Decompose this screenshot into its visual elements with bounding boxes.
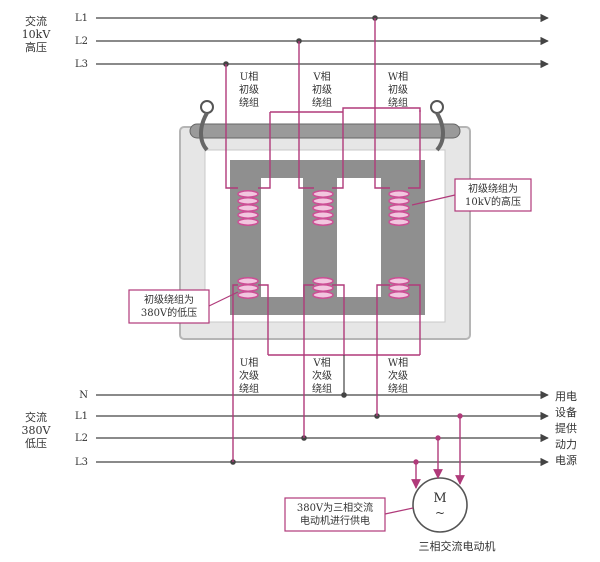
svg-text:L3: L3: [75, 457, 88, 468]
hook-left: [199, 111, 209, 152]
svg-text:电动机进行供电: 电动机进行供电: [300, 514, 370, 527]
svg-text:N: N: [79, 390, 88, 401]
svg-text:次级: 次级: [239, 369, 259, 382]
svg-text:V相: V相: [312, 70, 330, 83]
v-secondary-label: V相 次级 绕组: [312, 356, 332, 395]
svg-text:380V为三相交流: 380V为三相交流: [297, 501, 373, 514]
lv-supply-label: 交流 380V 低压: [22, 410, 52, 450]
svg-text:U相: U相: [240, 356, 258, 369]
secondary-callout-box: [128, 289, 210, 324]
secondary-callout-pointer: [208, 291, 239, 307]
svg-text:L2: L2: [75, 36, 88, 47]
primary-callout-box: [454, 178, 532, 212]
u-secondary-coil: [237, 277, 259, 299]
v-secondary-coil: [312, 277, 334, 299]
svg-text:用电: 用电: [555, 390, 577, 403]
svg-text:绕组: 绕组: [239, 96, 259, 109]
w-secondary-coil: [388, 277, 410, 299]
svg-text:L1: L1: [75, 13, 88, 24]
lv-phase-labels: N L1 L2 L3: [75, 390, 88, 468]
svg-text:10kV: 10kV: [22, 28, 52, 41]
w-secondary-label: W相 次级 绕组: [388, 356, 408, 395]
svg-text:提供: 提供: [555, 421, 577, 435]
motor-feeds: [411, 413, 465, 489]
svg-text:高压: 高压: [25, 40, 47, 54]
svg-text:交流: 交流: [25, 410, 47, 424]
svg-text:次级: 次级: [312, 369, 332, 382]
svg-text:380V: 380V: [22, 424, 52, 437]
load-note: 用电 设备 提供 动力 电源: [555, 390, 577, 467]
u-primary-coil: [237, 190, 259, 226]
transformer-core: [230, 160, 425, 315]
lv-bus: [96, 390, 549, 467]
motor-tilde: ~: [435, 506, 445, 520]
svg-text:V相: V相: [312, 356, 330, 369]
lifting-eye-right: [430, 100, 444, 114]
w-primary-coil: [388, 190, 410, 226]
svg-text:初级: 初级: [239, 83, 259, 96]
v-primary-coil: [312, 190, 334, 226]
svg-text:初级绕组为: 初级绕组为: [144, 293, 194, 306]
hv-bus: [96, 13, 549, 69]
svg-text:U相: U相: [240, 70, 258, 83]
w-primary-label: W相 初级 绕组: [388, 70, 408, 109]
hv-supply-label: 交流 10kV 高压: [22, 14, 52, 54]
motor-callout-box: [284, 497, 386, 532]
secondary-callout-text: 初级绕组为 380V的低压: [141, 293, 197, 319]
svg-text:电源: 电源: [555, 453, 577, 467]
svg-text:低压: 低压: [25, 437, 47, 450]
svg-text:W相: W相: [388, 70, 408, 83]
primary-callout-text: 初级绕组为 10kV的高压: [465, 182, 521, 208]
svg-text:绕组: 绕组: [388, 96, 408, 109]
primary-wires: [225, 18, 421, 189]
motor: M ~: [412, 477, 468, 533]
primary-callout-pointer: [411, 194, 456, 206]
v-primary-label: V相 初级 绕组: [312, 70, 332, 109]
motor-callout-text: 380V为三相交流 电动机进行供电: [297, 501, 373, 527]
lifting-eye-left: [200, 100, 214, 114]
svg-text:L2: L2: [75, 433, 88, 444]
svg-text:初级绕组为: 初级绕组为: [468, 182, 518, 195]
svg-text:初级: 初级: [388, 83, 408, 96]
svg-text:初级: 初级: [312, 83, 332, 96]
motor-callout-pointer: [384, 507, 414, 515]
lifting-rod: [189, 123, 461, 139]
neutral-link: [341, 355, 347, 398]
svg-text:L3: L3: [75, 59, 88, 70]
motor-symbol: M: [433, 491, 446, 506]
hv-phase-labels: L1 L2 L3: [75, 13, 88, 70]
svg-text:W相: W相: [388, 356, 408, 369]
svg-text:L1: L1: [75, 411, 88, 422]
svg-text:10kV的高压: 10kV的高压: [465, 195, 521, 208]
svg-text:绕组: 绕组: [239, 382, 259, 395]
svg-text:绕组: 绕组: [388, 382, 408, 395]
svg-text:交流: 交流: [25, 14, 47, 28]
svg-text:绕组: 绕组: [312, 382, 332, 395]
hook-right: [435, 111, 445, 152]
motor-caption: 三相交流电动机: [419, 539, 496, 553]
u-primary-label: U相 初级 绕组: [239, 70, 259, 109]
svg-text:动力: 动力: [555, 438, 577, 451]
svg-text:380V的低压: 380V的低压: [141, 306, 197, 319]
u-secondary-label: U相 次级 绕组: [239, 356, 259, 395]
svg-text:次级: 次级: [388, 369, 408, 382]
coils: [237, 190, 410, 299]
svg-text:设备: 设备: [555, 405, 577, 419]
svg-text:绕组: 绕组: [312, 96, 332, 109]
